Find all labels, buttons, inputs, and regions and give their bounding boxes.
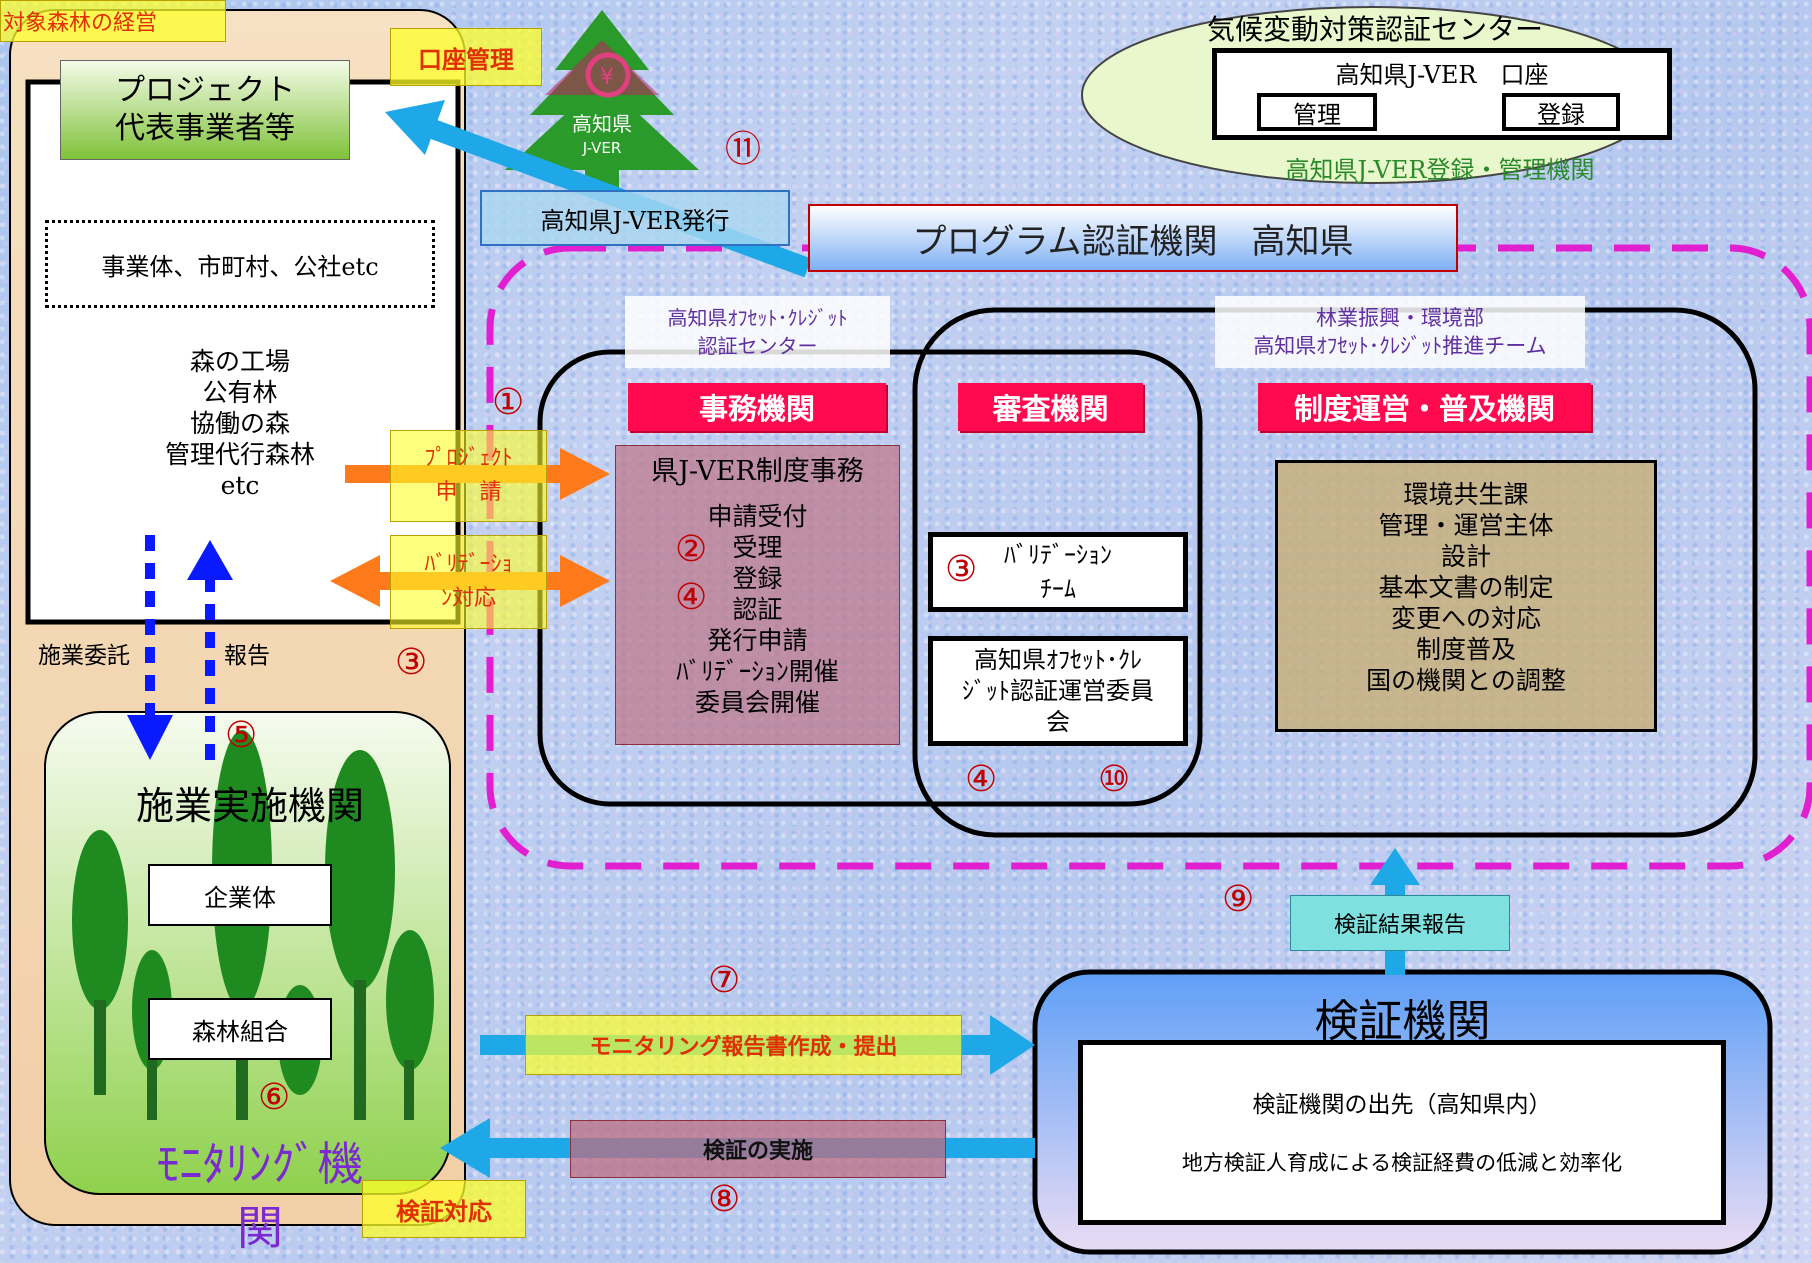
review-label: 審査機関 [958, 383, 1143, 431]
verify-impl-label: 検証の実施 [570, 1120, 946, 1178]
forestry-dept-line2: 高知県ｵﾌｾｯﾄ･ｸﾚｼﾞｯﾄ推進チーム [1253, 334, 1547, 358]
step-number-1: ① [492, 382, 525, 423]
office-item: 申請受付 [707, 502, 808, 531]
coop-box: 森林組合 [148, 998, 332, 1060]
validation-team-line1: ﾊﾞﾘﾃﾞｰｼｮﾝ [1004, 541, 1112, 569]
operation-item: 基本文書の制定 [1378, 573, 1554, 602]
forest-item: 管理代行森林 [164, 440, 315, 469]
committee-line1: 高知県ｵﾌｾｯﾄ･ｸﾚ [974, 645, 1142, 674]
validation-resp-line1: ﾊﾞﾘﾃﾞｰｼｮ [424, 552, 513, 577]
account-box: 高知県J-VER 口座 管理 登録 [1212, 48, 1672, 140]
report-arrow [187, 540, 233, 760]
report-label: 報告 [224, 643, 270, 669]
committee-line3: 会 [1046, 707, 1070, 736]
committee-line2: ｼﾞｯﾄ認証運営委員 [962, 676, 1154, 705]
step-number-2: ② [675, 529, 708, 570]
office-item: 認証 [732, 595, 783, 624]
register-button: 登録 [1502, 93, 1620, 131]
forest-item: 協働の森 [189, 409, 290, 438]
center-ellipse-title: 気候変動対策認証センター [1206, 13, 1543, 46]
step-number-3: ③ [395, 642, 428, 683]
company-box: 企業体 [148, 864, 332, 926]
project-apply-label: ﾌﾟﾛｼﾞｪｸﾄ 申 請 [390, 430, 547, 522]
project-apply-line2: 申 請 [435, 480, 502, 505]
step-number-7: ⑦ [708, 960, 741, 1001]
project-white-area [25, 79, 461, 625]
validation-team-box: ﾊﾞﾘﾃﾞｰｼｮﾝ ﾁｰﾑ [928, 532, 1188, 612]
operation-item: 変更への対応 [1390, 604, 1541, 633]
step-number-11: ⑪ [725, 129, 762, 170]
office-box: 県J-VER制度事務 申請受付 受理 登録 認証 発行申請 ﾊﾞﾘﾃﾞｰｼｮﾝ開… [615, 445, 900, 745]
office-box-title: 県J-VER制度事務 [651, 456, 864, 487]
office-item: 発行申請 [707, 626, 808, 655]
office-item: ﾊﾞﾘﾃﾞｰｼｮﾝ開催 [676, 657, 839, 686]
validation-resp-line2: ﾝ対応 [440, 586, 496, 611]
step-number-4: ④ [675, 577, 708, 618]
tree-logo-line2: J-VER [582, 139, 622, 157]
program-banner: プログラム認証機関 高知県 [808, 204, 1458, 272]
monitoring-report-label: モニタリング報告書作成・提出 [525, 1015, 962, 1075]
entities-box: 事業体、市町村、公社etc [45, 220, 435, 308]
offset-center-label: 高知県ｵﾌｾｯﾄ･ｸﾚｼﾞｯﾄ 認証センター [625, 296, 890, 368]
office-label: 事務機関 [628, 383, 886, 431]
account-box-title: 高知県J-VER 口座 [1335, 60, 1549, 89]
validation-team-line2: ﾁｰﾑ [1040, 575, 1076, 603]
office-item: 委員会開催 [694, 688, 820, 717]
operation-item: 環境共生課 [1403, 480, 1529, 509]
office-item: 登録 [732, 564, 783, 593]
forest-item: etc [220, 471, 260, 500]
operation-item: 管理・運営主体 [1378, 511, 1554, 540]
monitoring-org-line2: 関 [237, 1201, 283, 1255]
center-ellipse-subtitle: 高知県J-VER登録・管理機関 [1285, 156, 1595, 184]
committee-box: 高知県ｵﾌｾｯﾄ･ｸﾚ ｼﾞｯﾄ認証運営委員 会 [928, 636, 1188, 746]
forestry-dept-label: 林業振興・環境部 高知県ｵﾌｾｯﾄ･ｸﾚｼﾞｯﾄ推進チーム [1215, 296, 1585, 368]
project-box-line2: 代表事業者等 [115, 111, 295, 146]
operation-item: 国の機関との調整 [1366, 666, 1566, 695]
forest-item: 公有林 [202, 378, 278, 407]
jver-tree-logo: ¥ [505, 10, 699, 188]
issue-label: 高知県J-VER発行 [480, 190, 790, 246]
account-mgmt-label: 口座管理 [390, 28, 542, 86]
contract-label: 施業委託 [38, 643, 130, 669]
operation-item: 設計 [1440, 542, 1491, 571]
verify-response-label: 検証対応 [362, 1180, 526, 1238]
project-box-line1: プロジェクト [115, 73, 295, 108]
project-box: プロジェクト 代表事業者等 [60, 60, 350, 160]
verify-result-label: 検証結果報告 [1290, 895, 1510, 951]
implementer-title: 施業実施機関 [135, 784, 364, 828]
manage-button: 管理 [1257, 93, 1377, 131]
step-number-5: ⑤ [225, 715, 258, 756]
step-number-3: ③ [945, 549, 978, 590]
offset-center-line1: 高知県ｵﾌｾｯﾄ･ｸﾚｼﾞｯﾄ [667, 306, 848, 330]
validation-resp-label: ﾊﾞﾘﾃﾞｰｼｮ ﾝ対応 [390, 535, 547, 629]
tree-logo-text: 高知県 J-VER [560, 112, 644, 160]
svg-text:¥: ¥ [600, 65, 614, 90]
step-number-6: ⑥ [258, 1077, 291, 1118]
monitoring-org-line1: ﾓﾆﾀﾘﾝｸﾞ機 [156, 1137, 364, 1191]
office-item: 受理 [732, 533, 783, 562]
verifier-branch: 検証機関の出先（高知県内） [1252, 1092, 1552, 1118]
operation-label: 制度運営・普及機関 [1258, 383, 1591, 431]
verifier-desc: 地方検証人育成による検証経費の低減と効率化 [1181, 1151, 1623, 1175]
operation-item: 制度普及 [1415, 635, 1516, 664]
forestry-dept-line1: 林業振興・環境部 [1316, 306, 1484, 330]
step-number-4: ④ [965, 759, 998, 800]
verifier-inner-box: 検証機関の出先（高知県内） 地方検証人育成による検証経費の低減と効率化 [1078, 1040, 1726, 1225]
verifier-title: 検証機関 [1314, 996, 1491, 1047]
step-number-9: ⑨ [1222, 879, 1255, 920]
corner-label: 対象森林の経営 [0, 0, 226, 42]
tree-logo-line1: 高知県 [572, 112, 632, 136]
offset-center-line2: 認証センター [697, 334, 818, 358]
project-apply-line1: ﾌﾟﾛｼﾞｪｸﾄ [424, 446, 513, 471]
contract-arrow [127, 535, 173, 760]
step-number-8: ⑧ [708, 1179, 741, 1220]
step-number-10: ⑩ [1098, 759, 1131, 800]
forest-list: 森の工場 公有林 協働の森 管理代行森林 etc [140, 346, 340, 501]
forest-item: 森の工場 [189, 347, 290, 376]
operation-box: 環境共生課 管理・運営主体 設計 基本文書の制定 変更への対応 制度普及 国の機… [1275, 460, 1657, 732]
